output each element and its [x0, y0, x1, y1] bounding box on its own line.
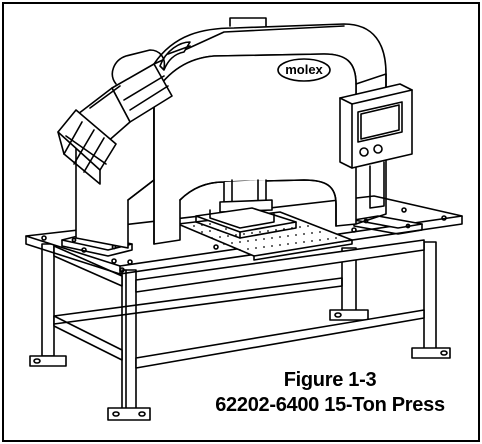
figure-label: Figure 1-3 [283, 369, 377, 391]
svg-text:molex: molex [285, 62, 323, 77]
ram-tooling [195, 179, 297, 239]
press-illustration: molex [25, 17, 463, 421]
figure-caption: Figure 1-3 62202-6400 15-Ton Press [190, 368, 470, 418]
figure-title: 62202-6400 15-Ton Press [215, 394, 445, 416]
motor-assembly [57, 49, 173, 185]
table-frame [29, 239, 451, 421]
control-button-left [359, 147, 369, 157]
control-button-right [373, 144, 383, 154]
control-panel [339, 83, 413, 209]
molex-logo: molex [277, 58, 331, 82]
